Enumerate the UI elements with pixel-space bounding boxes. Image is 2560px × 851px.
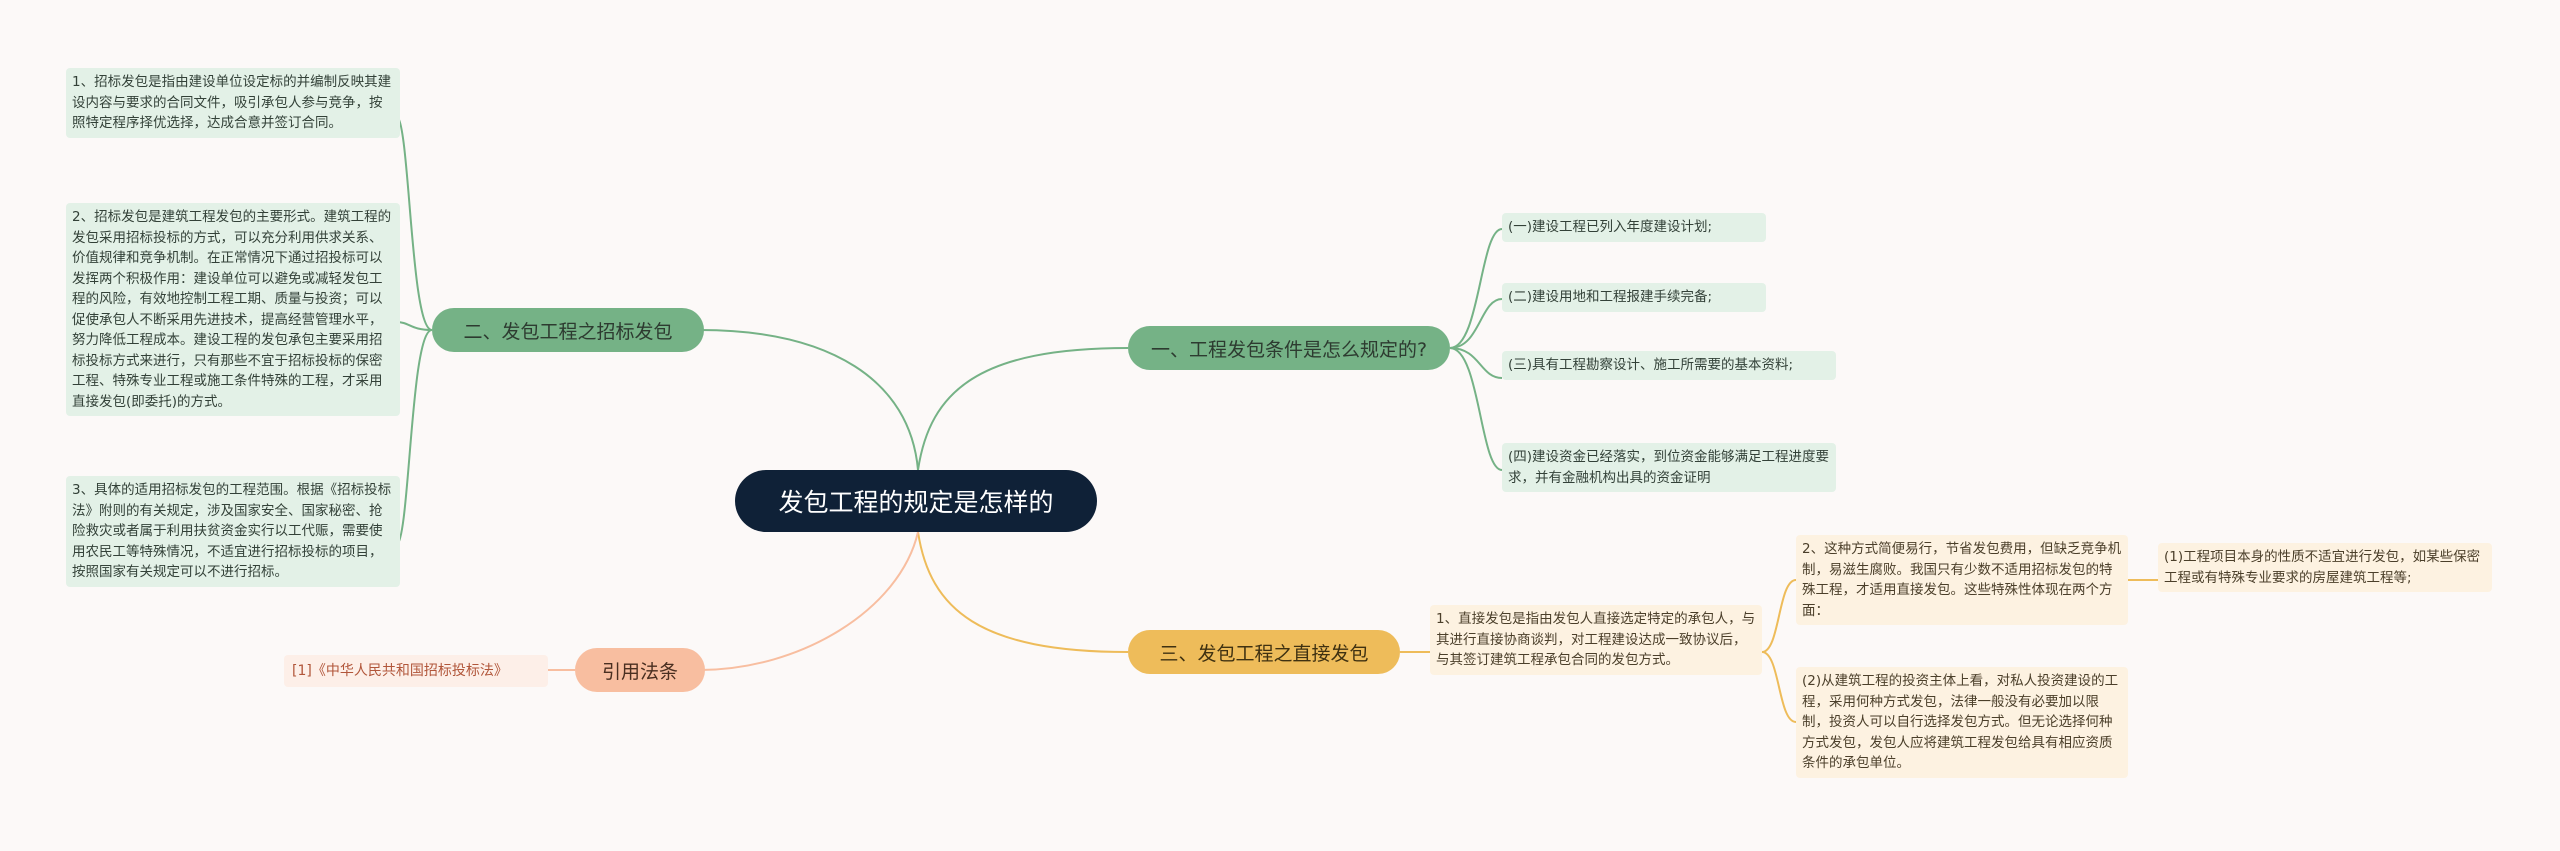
branch-law[interactable]: 引用法条 bbox=[575, 648, 705, 692]
root-node[interactable]: 发包工程的规定是怎样的 bbox=[735, 470, 1097, 532]
branch-bidding[interactable]: 二、发包工程之招标发包 bbox=[432, 308, 704, 352]
direct-sub-item-1[interactable]: (1)工程项目本身的性质不适宜进行发包，如某些保密工程或有特殊专业要求的房屋建筑… bbox=[2158, 543, 2492, 592]
direct-item-2[interactable]: 2、这种方式简便易行，节省发包费用，但缺乏竞争机制，易滋生腐败。我国只有少数不适… bbox=[1796, 535, 2128, 625]
direct-item-1[interactable]: 1、直接发包是指由发包人直接选定特定的承包人，与其进行直接协商谈判，对工程建设达… bbox=[1430, 605, 1762, 675]
bidding-item-3[interactable]: 3、具体的适用招标发包的工程范围。根据《招标投标法》附则的有关规定，涉及国家安全… bbox=[66, 476, 400, 587]
bidding-item-1[interactable]: 1、招标发包是指由建设单位设定标的并编制反映其建设内容与要求的合同文件，吸引承包… bbox=[66, 68, 400, 138]
branch-direct[interactable]: 三、发包工程之直接发包 bbox=[1128, 630, 1400, 674]
condition-item-1[interactable]: (一)建设工程已列入年度建设计划; bbox=[1502, 213, 1766, 242]
direct-item-3[interactable]: (2)从建筑工程的投资主体上看，对私人投资建设的工程，采用何种方式发包，法律一般… bbox=[1796, 667, 2128, 778]
condition-item-2[interactable]: (二)建设用地和工程报建手续完备; bbox=[1502, 283, 1766, 312]
branch-conditions[interactable]: 一、工程发包条件是怎么规定的? bbox=[1128, 326, 1450, 370]
law-item[interactable]: [1]《中华人民共和国招标投标法》 bbox=[284, 655, 548, 687]
bidding-item-2[interactable]: 2、招标发包是建筑工程发包的主要形式。建筑工程的发包采用招标投标的方式，可以充分… bbox=[66, 203, 400, 416]
condition-item-4[interactable]: (四)建设资金已经落实，到位资金能够满足工程进度要求，并有金融机构出具的资金证明 bbox=[1502, 443, 1836, 492]
condition-item-3[interactable]: (三)具有工程勘察设计、施工所需要的基本资料; bbox=[1502, 351, 1836, 380]
